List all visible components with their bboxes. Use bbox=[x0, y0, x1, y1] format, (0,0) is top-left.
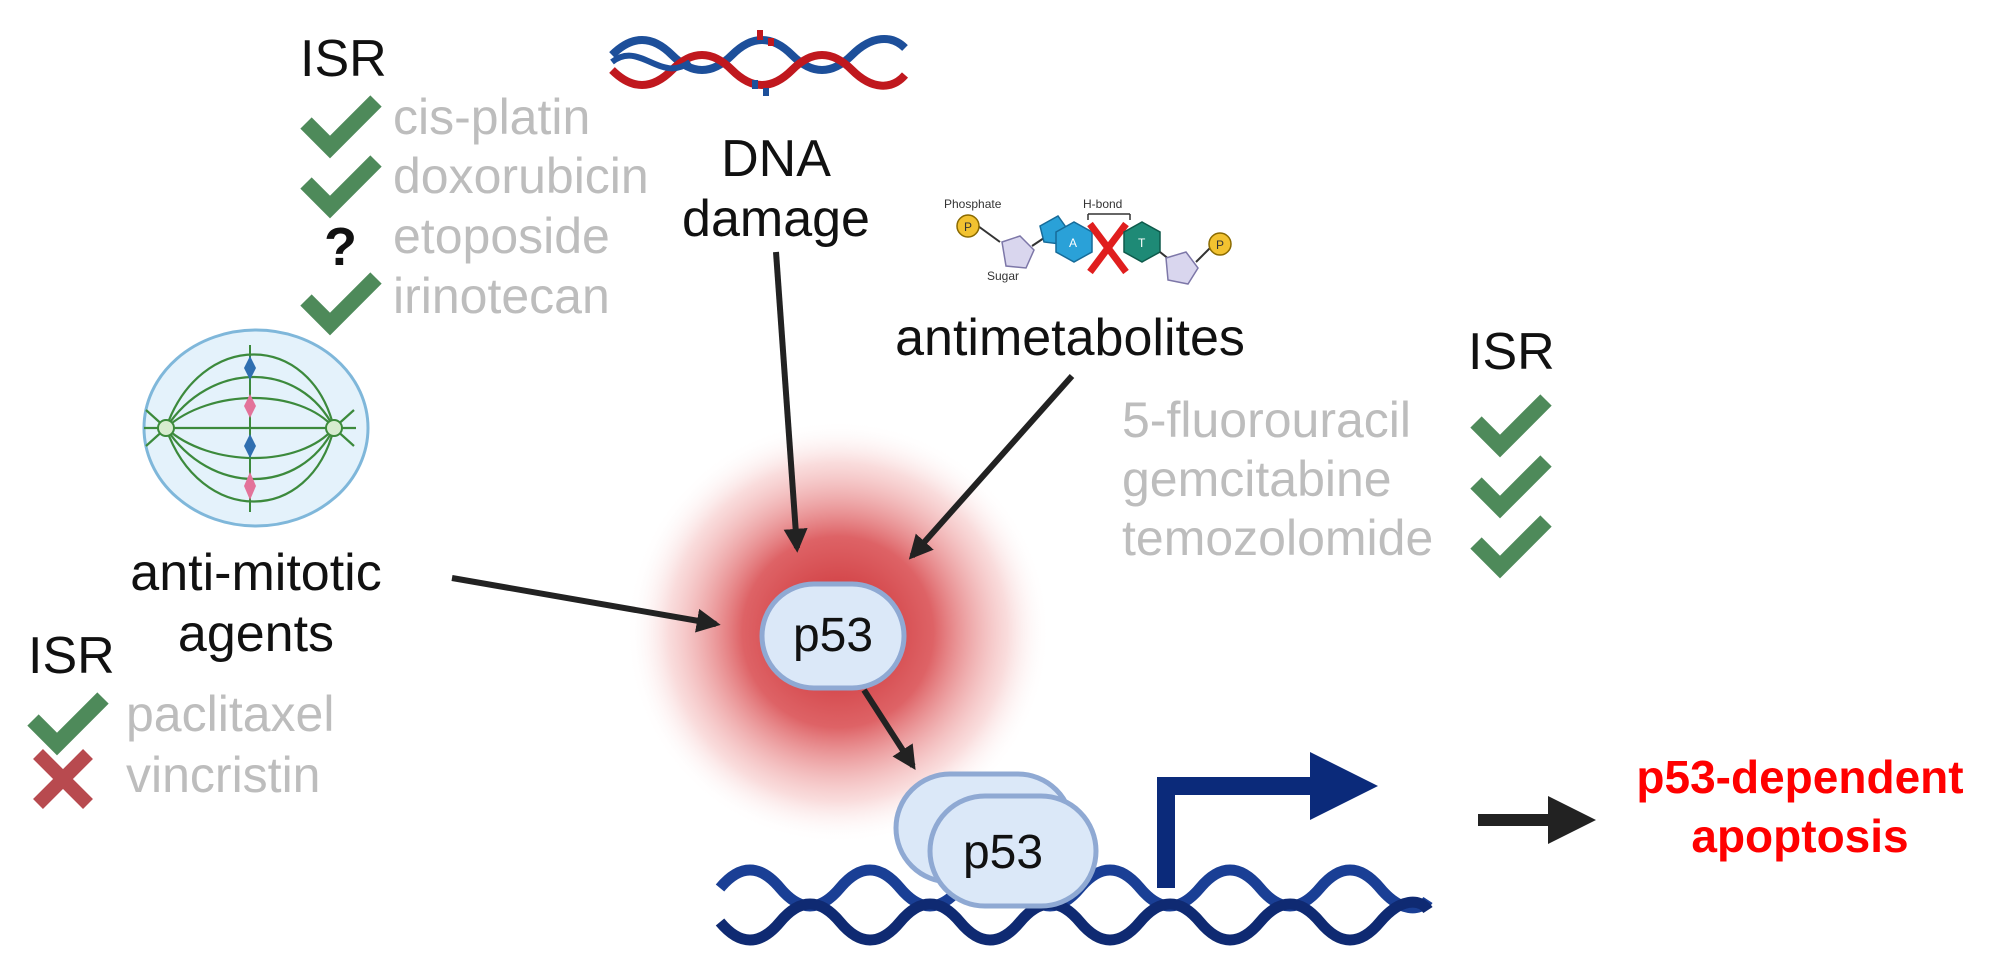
isr-group-antimetabolites: ISR 5-fluorouracil gemcitabine temozolom… bbox=[1122, 323, 1555, 579]
red-cross-icon bbox=[1087, 221, 1129, 275]
arrow-antimitotic-to-p53 bbox=[451, 575, 721, 633]
isr-header-right: ISR bbox=[1468, 323, 1555, 381]
antimitotic-label-line1: anti-mitotic bbox=[130, 544, 381, 602]
p53-label: p53 bbox=[793, 609, 873, 662]
outcome-label-line2: apoptosis bbox=[1691, 810, 1908, 862]
checkmark-icon bbox=[300, 95, 382, 159]
antimetabolites-label: antimetabolites bbox=[895, 309, 1245, 367]
damaged-dna-icon bbox=[609, 30, 909, 96]
hbond-label: H-bond bbox=[1083, 197, 1122, 211]
svg-text:A: A bbox=[1069, 236, 1077, 250]
base-a-icon bbox=[1055, 221, 1093, 263]
phosphate-icon bbox=[1208, 232, 1232, 256]
phosphate-label: Phosphate bbox=[944, 197, 1002, 211]
drug-temozolomide: temozolomide bbox=[1122, 510, 1433, 566]
checkmark-icon bbox=[1470, 455, 1552, 519]
checkmark-icon bbox=[1470, 515, 1552, 579]
drug-vincristin: vincristin bbox=[126, 747, 320, 803]
svg-text:P: P bbox=[964, 220, 972, 234]
svg-text:P: P bbox=[1216, 238, 1224, 252]
mitotic-cell-icon bbox=[142, 328, 370, 528]
isr-group-antimitotic: ISR paclitaxel vincristin bbox=[27, 627, 334, 809]
outcome-label-line1: p53-dependent bbox=[1636, 751, 1963, 803]
question-mark-icon: ? bbox=[324, 217, 357, 277]
checkmark-icon bbox=[27, 692, 109, 756]
transcription-start-arrow-icon bbox=[1157, 752, 1378, 888]
sugar-icon bbox=[1165, 251, 1199, 285]
drug-irinotecan: irinotecan bbox=[393, 268, 610, 324]
drug-cisplatin: cis-platin bbox=[393, 89, 590, 145]
cross-icon bbox=[33, 749, 93, 809]
checkmark-icon bbox=[1470, 394, 1552, 458]
drug-etoposide: etoposide bbox=[393, 208, 610, 264]
svg-text:T: T bbox=[1138, 236, 1146, 250]
nucleotide-pair-diagram: Phosphate H-bond Sugar P A T P bbox=[944, 197, 1232, 285]
drug-paclitaxel: paclitaxel bbox=[126, 686, 334, 742]
isr-header-bottom-left: ISR bbox=[28, 627, 115, 685]
checkmark-icon bbox=[300, 155, 382, 219]
arrow-dna-damage-to-p53 bbox=[773, 251, 808, 553]
p53-bound-label: p53 bbox=[963, 826, 1043, 879]
isr-header-top-left: ISR bbox=[300, 30, 387, 88]
arrow-p53-to-dna bbox=[861, 688, 916, 771]
drug-gemcitabine: gemcitabine bbox=[1122, 451, 1392, 507]
dna-damage-label-line1: DNA bbox=[721, 130, 831, 188]
drug-5-fluorouracil: 5-fluorouracil bbox=[1122, 392, 1411, 448]
arrow-to-apoptosis bbox=[1478, 796, 1596, 844]
arrow-antimetabolites-to-p53 bbox=[908, 374, 1075, 560]
p53-dimer-bound: p53 bbox=[893, 771, 1099, 909]
sugar-icon bbox=[1001, 235, 1035, 269]
checkmark-icon bbox=[300, 272, 382, 336]
phosphate-icon bbox=[956, 214, 980, 238]
isr-group-dna-damage: ISR cis-platin doxorubicin ? etoposide i… bbox=[300, 30, 649, 336]
drug-doxorubicin: doxorubicin bbox=[393, 148, 649, 204]
p53-protein: p53 bbox=[759, 581, 907, 691]
antimitotic-label-line2: agents bbox=[178, 605, 334, 663]
dna-damage-label-line2: damage bbox=[682, 190, 870, 248]
sugar-label: Sugar bbox=[987, 269, 1019, 283]
